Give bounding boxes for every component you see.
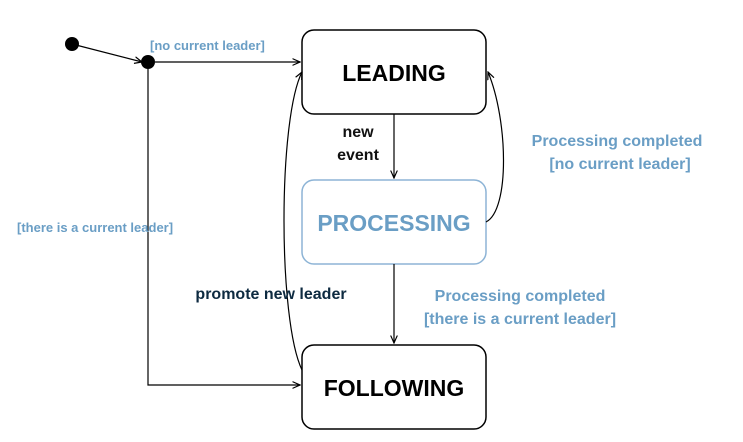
- state-following: FOLLOWING: [301, 344, 487, 430]
- guard-there-is-current-leader: [there is a current leader]: [17, 220, 173, 235]
- label-processing-completed-no-leader-line2: [no current leader]: [549, 156, 690, 173]
- guard-no-current-leader: [no current leader]: [150, 38, 265, 53]
- initial-transition-edge: [71, 43, 142, 62]
- edge-following-to-leading: [283, 72, 302, 371]
- event-new-line1: new: [342, 124, 374, 141]
- label-promote-new-leader: promote new leader: [195, 286, 346, 303]
- event-new-line2: event: [337, 147, 379, 164]
- edge-choice-to-following: [147, 69, 300, 385]
- state-following-label: FOLLOWING: [324, 375, 465, 401]
- label-processing-completed-has-leader-line1: Processing completed: [435, 288, 606, 305]
- choice-node: [141, 55, 155, 69]
- edge-processing-to-leading: [485, 72, 505, 223]
- state-leading: LEADING: [301, 29, 487, 115]
- state-leading-label: LEADING: [342, 60, 446, 86]
- state-processing-label: PROCESSING: [317, 210, 470, 236]
- label-processing-completed-has-leader-line2: [there is a current leader]: [424, 311, 616, 328]
- label-processing-completed-no-leader-line1: Processing completed: [532, 133, 703, 150]
- state-processing: PROCESSING: [301, 179, 487, 265]
